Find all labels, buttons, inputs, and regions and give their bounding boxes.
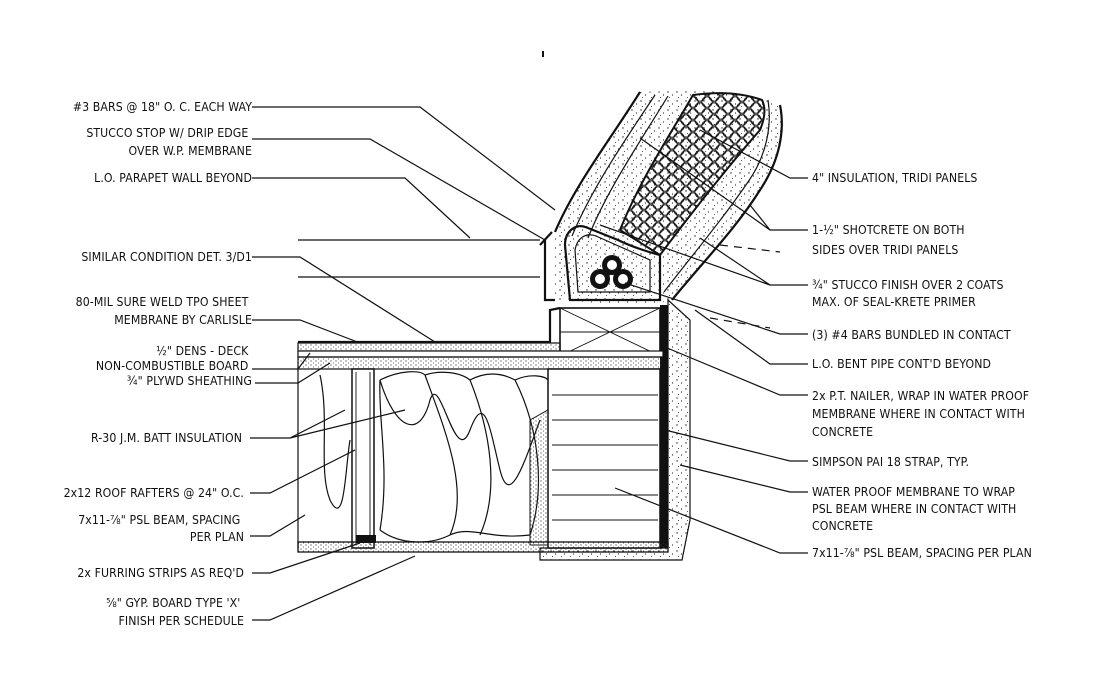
- label-rafters: 2x12 ROOF RAFTERS @ 24" O.C.: [64, 486, 244, 500]
- label-psl-left: 7x11-⅞" PSL BEAM, SPACING PER PLAN: [78, 513, 244, 544]
- label-psl-right: 7x11-⅞" PSL BEAM, SPACING PER PLAN: [812, 546, 1032, 560]
- right-leaders: [599, 129, 808, 554]
- label-parapet: L.O. PARAPET WALL BEYOND: [94, 171, 252, 185]
- label-insulation: 4" INSULATION, TRIDI PANELS: [812, 171, 978, 185]
- label-bars: #3 BARS @ 18" O. C. EACH WAY: [73, 100, 252, 114]
- label-dens: ½" DENS - DECK NON-COMBUSTIBLE BOARD ¾" …: [96, 344, 252, 388]
- label-batt: R-30 J.M. BATT INSULATION: [91, 431, 242, 445]
- parapet-wall: [539, 90, 783, 303]
- nailer-and-beam-end: [539, 298, 691, 561]
- label-tpo: 80-MIL SURE WELD TPO SHEET MEMBRANE BY C…: [76, 295, 252, 327]
- left-leaders: [250, 106, 556, 621]
- label-wp-membrane: WATER PROOF MEMBRANE TO WRAP PSL BEAM WH…: [812, 485, 1020, 533]
- batt-insulation: [319, 374, 541, 509]
- left-labels: #3 BARS @ 18" O. C. EACH WAY STUCCO STOP…: [64, 100, 253, 628]
- label-stucco-stop: STUCCO STOP W/ DRIP EDGE OVER W.P. MEMBR…: [86, 126, 252, 158]
- label-similar: SIMILAR CONDITION DET. 3/D1: [81, 250, 252, 264]
- label-furring: 2x FURRING STRIPS AS REQ'D: [77, 566, 244, 580]
- label-bundled: (3) #4 BARS BUNDLED IN CONTACT: [812, 328, 1011, 342]
- label-gyp: ⅝" GYP. BOARD TYPE 'X' FINISH PER SCHEDU…: [106, 596, 244, 628]
- label-stucco-finish: ¾" STUCCO FINISH OVER 2 COATS MAX. OF SE…: [812, 278, 1007, 309]
- bundled-bars: [590, 255, 633, 289]
- label-bent-pipe: L.O. BENT PIPE CONT'D BEYOND: [812, 357, 991, 371]
- right-labels: 4" INSULATION, TRIDI PANELS 1-½" SHOTCRE…: [812, 171, 1033, 560]
- roof-deck: [297, 306, 664, 370]
- tridi-insulation-core: [618, 92, 766, 257]
- rafter-cavity: [297, 368, 669, 553]
- label-shotcrete: 1-½" SHOTCRETE ON BOTH SIDES OVER TRIDI …: [812, 223, 968, 257]
- label-nailer: 2x P.T. NAILER, WRAP IN WATER PROOF MEMB…: [812, 389, 1033, 439]
- top-mark: [542, 51, 544, 57]
- label-strap: SIMPSON PAI 18 STRAP, TYP.: [812, 455, 969, 469]
